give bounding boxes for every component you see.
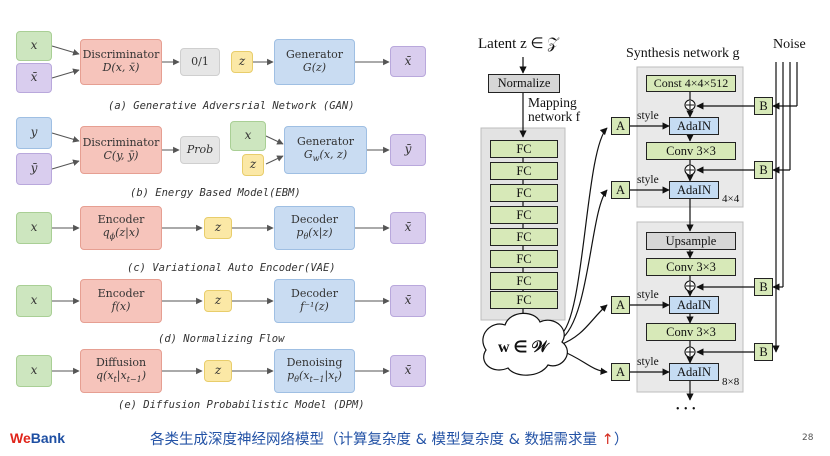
w-space-label: w ∈ 𝒲 [498, 339, 549, 356]
flow-latent-z: z [204, 290, 232, 312]
gan-output-01: 0/1 [180, 48, 220, 76]
w-cloud [482, 312, 568, 376]
dpm-dec-title: Denoising [286, 356, 343, 370]
dpm-caption: (e) Diffusion Probabilistic Model (DPM) [118, 399, 365, 411]
vae-latent-z: z [204, 217, 232, 239]
latent-label: Latent z ∈ 𝒵 [478, 36, 559, 52]
vae-dec-formula: pθ(x|z) [296, 226, 333, 242]
gan-gen-formula: G(z) [302, 61, 327, 74]
dpm-enc-title: Diffusion [95, 356, 147, 370]
dpm-enc-formula: q(xt|xt−1) [96, 369, 146, 385]
flow-caption: (d) Normalizing Flow [158, 333, 285, 345]
fc-layer-8: FC [490, 291, 558, 309]
fc-layer-4: FC [490, 206, 558, 224]
continuation-dots: • • • [676, 404, 697, 415]
ebm-output-ybar: ȳ [390, 134, 426, 166]
vae-output-xbar: x̄ [390, 212, 426, 244]
style-label-2: style [637, 174, 659, 186]
const-input: Const 4×4×512 [646, 75, 736, 92]
vae-dec-title: Decoder [291, 213, 338, 227]
flow-decoder: Decoder f⁻¹(z) [274, 279, 355, 323]
fc-layer-7: FC [490, 272, 558, 290]
ebm-input-ybar: ȳ [16, 153, 52, 185]
vae-caption: (c) Variational Auto Encoder(VAE) [127, 262, 336, 274]
flow-enc-title: Encoder [97, 287, 145, 301]
dpm-dec-formula: pθ(xt−1|xt) [287, 369, 342, 385]
style-label-3: style [637, 289, 659, 301]
upsample: Upsample [646, 232, 736, 250]
gan-output-xbar: x̄ [390, 46, 426, 77]
resolution-4x4: 4×4 [722, 193, 740, 205]
synthesis-label: Synthesis network g [626, 46, 740, 61]
affine-a-4: A [611, 363, 630, 381]
flow-enc-formula: f(x) [111, 300, 131, 313]
ebm-input-x: x [230, 121, 266, 151]
ebm-output-prob: Prob [180, 136, 220, 164]
gan-disc-formula: D(x, x̄) [102, 61, 140, 74]
slide-title: 各类生成深度神经网络模型（计算复杂度 & 模型复杂度 & 数据需求量 ↑） [150, 432, 629, 448]
noise-b-2: B [754, 161, 773, 179]
arrow-up-icon: ↑ [601, 432, 614, 448]
conv-3: Conv 3×3 [646, 323, 736, 341]
ebm-gen-formula: Gw(x, z) [303, 148, 348, 164]
ebm-caption: (b) Energy Based Model(EBM) [130, 187, 301, 199]
vae-input-x: x [16, 212, 52, 244]
ebm-disc-title: Discriminator [82, 136, 160, 150]
flow-output-xbar: x̄ [390, 285, 426, 317]
conv-1: Conv 3×3 [646, 142, 736, 160]
noise-b-3: B [754, 278, 773, 296]
dpm-denoising: Denoising pθ(xt−1|xt) [274, 349, 355, 393]
ebm-input-y: y [16, 117, 52, 149]
affine-a-2: A [611, 181, 630, 199]
dpm-output-xbar: x̄ [390, 355, 426, 387]
left-arrows [51, 45, 390, 375]
gan-latent-z: z [231, 51, 253, 73]
ebm-generator: Generator Gw(x, z) [284, 126, 367, 174]
normalize-box: Normalize [488, 74, 560, 93]
fc-layer-2: FC [490, 162, 558, 180]
flow-input-x: x [16, 285, 52, 317]
dpm-diffusion: Diffusion q(xt|xt−1) [80, 349, 162, 393]
affine-a-1: A [611, 117, 630, 135]
flow-encoder: Encoder f(x) [80, 279, 162, 323]
ebm-discriminator: Discriminator C(y, ȳ) [80, 126, 162, 174]
gan-gen-title: Generator [285, 48, 343, 62]
conv-2: Conv 3×3 [646, 258, 736, 276]
gan-generator: Generator G(z) [274, 39, 355, 85]
gan-caption: (a) Generative Adversrial Network (GAN) [108, 100, 355, 112]
page-number: 28 [802, 433, 814, 443]
gan-disc-title: Discriminator [82, 48, 160, 62]
gan-discriminator: Discriminator D(x, x̄) [80, 39, 162, 85]
noise-b-1: B [754, 97, 773, 115]
ebm-gen-title: Generator [296, 135, 354, 149]
noise-label: Noise [773, 37, 806, 52]
flow-dec-formula: f⁻¹(z) [300, 300, 329, 313]
adain-3: AdaIN [669, 296, 719, 314]
noise-b-4: B [754, 343, 773, 361]
fc-layer-5: FC [490, 228, 558, 246]
webank-logo: WeBank [10, 430, 65, 446]
fc-layer-6: FC [490, 250, 558, 268]
mapping-network-label: Mapping network f [528, 95, 581, 125]
gan-input-x: x [16, 31, 52, 61]
ebm-disc-formula: C(y, ȳ) [103, 149, 139, 162]
vae-enc-title: Encoder [97, 213, 145, 227]
fc-layer-3: FC [490, 184, 558, 202]
dpm-input-x: x [16, 355, 52, 387]
fc-layer-1: FC [490, 140, 558, 158]
adain-2: AdaIN [669, 181, 719, 199]
resolution-8x8: 8×8 [722, 376, 740, 388]
dpm-latent-z: z [204, 360, 232, 382]
vae-decoder: Decoder pθ(x|z) [274, 206, 355, 250]
vae-enc-formula: qϕ(z|x) [102, 226, 140, 242]
style-label-1: style [637, 110, 659, 122]
affine-a-3: A [611, 296, 630, 314]
adain-1: AdaIN [669, 117, 719, 135]
style-label-4: style [637, 356, 659, 368]
vae-encoder: Encoder qϕ(z|x) [80, 206, 162, 250]
gan-input-xbar: x̄ [16, 63, 52, 93]
ebm-latent-z: z [242, 154, 264, 176]
adain-4: AdaIN [669, 363, 719, 381]
flow-dec-title: Decoder [291, 287, 338, 301]
